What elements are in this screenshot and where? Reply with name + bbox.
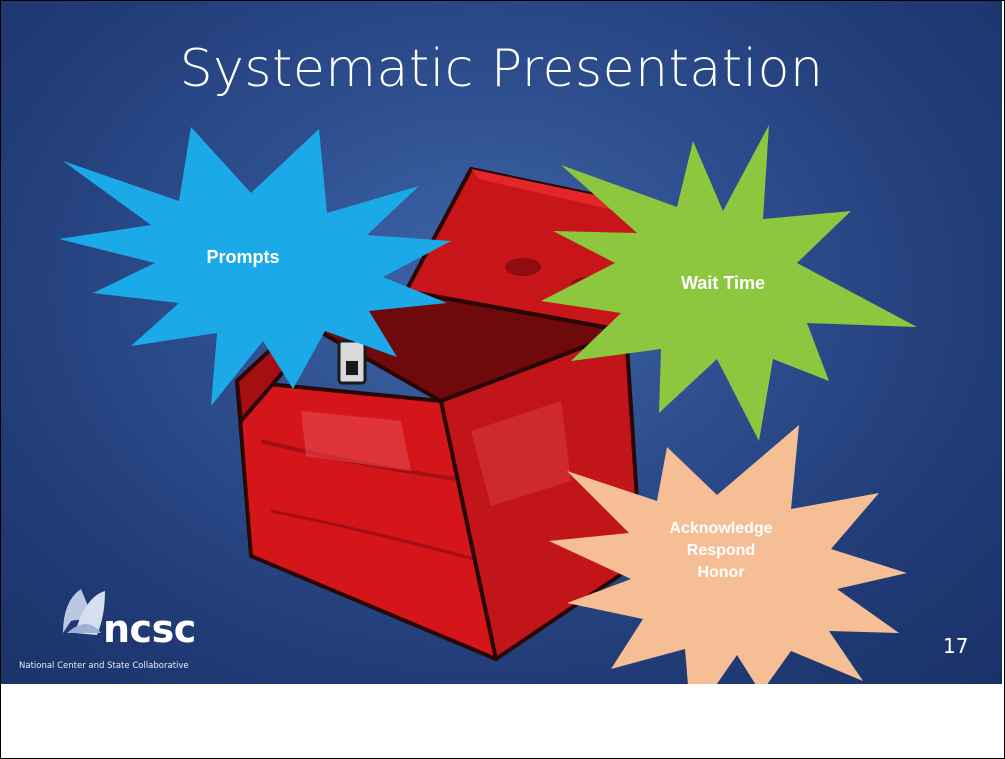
slide-number: 17 — [943, 634, 969, 658]
slide: Systematic Presentation — [1, 1, 1002, 684]
acknowledge-starburst — [549, 425, 907, 684]
prompts-starburst — [59, 127, 451, 406]
ncsc-tagline: National Center and State Collaborative — [19, 661, 189, 671]
honor-label: Honor — [697, 564, 745, 581]
slide-artwork — [59, 125, 917, 684]
notes-area — [1, 684, 1002, 757]
respond-label: Respond — [686, 542, 756, 559]
wait-time-starburst — [541, 125, 917, 441]
ncsc-logo-text: ncsc — [103, 607, 196, 651]
prompts-label: Prompts — [206, 247, 280, 267]
acknowledge-label: Acknowledge — [669, 520, 773, 537]
wait-time-label: Wait Time — [680, 273, 765, 293]
ncsc-logo-icon — [63, 589, 105, 635]
slide-title: Systematic Presentation — [179, 39, 824, 99]
